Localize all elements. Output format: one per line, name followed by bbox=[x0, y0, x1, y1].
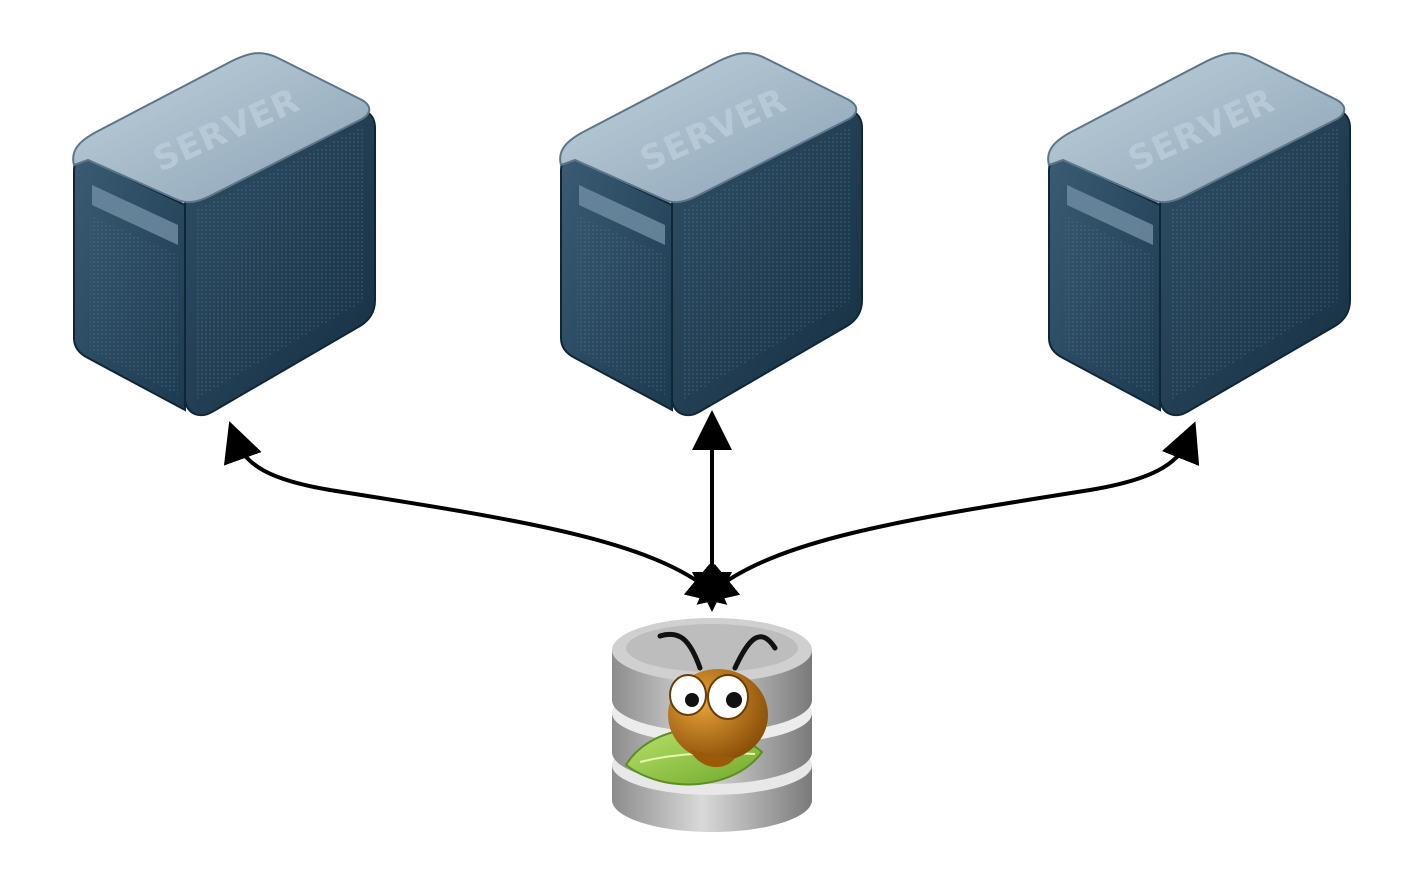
connections bbox=[223, 410, 1200, 612]
ant-mascot-icon bbox=[624, 631, 778, 786]
connection-db-to-server-left bbox=[223, 421, 728, 605]
server-icon bbox=[1047, 52, 1351, 417]
server-icon bbox=[559, 52, 863, 417]
connection-db-to-server-right bbox=[696, 421, 1200, 605]
database bbox=[612, 618, 812, 832]
server-right: SERVER bbox=[1047, 52, 1351, 417]
server-center: SERVER bbox=[559, 52, 863, 417]
server-icon bbox=[72, 52, 376, 417]
server-left: SERVER bbox=[72, 52, 376, 417]
